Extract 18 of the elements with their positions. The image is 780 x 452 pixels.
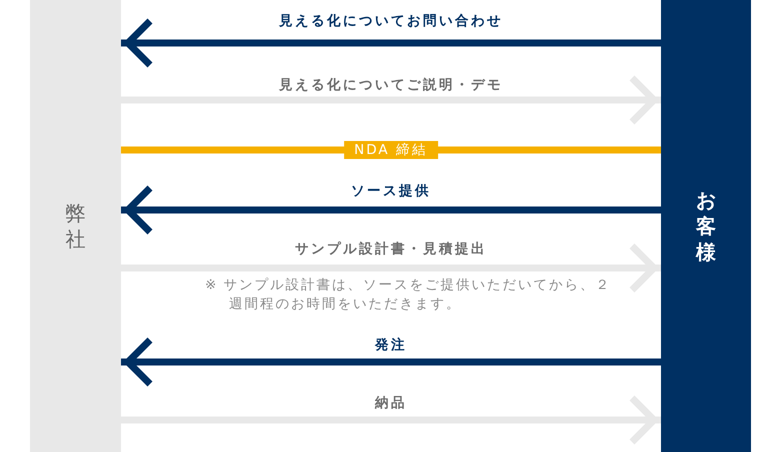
arrow <box>121 242 661 294</box>
edge-label: ソース提供 <box>351 182 431 200</box>
note-text: ※ サンプル設計書は、ソースをご提供いただいてから、２週間程のお時間をいただきます。 <box>205 276 612 314</box>
edge-label: 見える化についてお問い合わせ <box>279 12 503 30</box>
edge-label: 発注 <box>375 336 407 354</box>
edge-label: サンプル設計書・見積提出 <box>295 240 487 258</box>
arrow <box>121 18 661 68</box>
arrow <box>121 184 661 236</box>
party-bar <box>661 0 751 452</box>
label-tag: NDA 締結 <box>344 141 438 159</box>
party-name: 弊社 <box>64 200 86 252</box>
arrow <box>121 394 661 446</box>
party-name: お客様 <box>695 187 717 265</box>
edge-label: 納品 <box>375 394 407 412</box>
arrow <box>121 336 661 388</box>
party-bar <box>30 0 121 452</box>
edge-label: 見える化についてご説明・デモ <box>279 76 503 94</box>
arrow <box>121 74 661 126</box>
